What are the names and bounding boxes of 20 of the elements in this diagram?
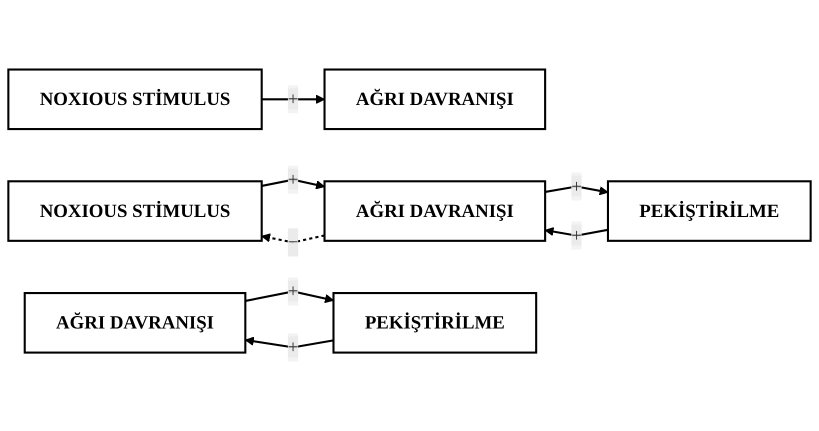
edge-label: + [288, 88, 298, 110]
edge-label: + [288, 168, 298, 190]
arrow [245, 290, 334, 304]
node-box: NOXIOUS STİMULUS [7, 180, 263, 242]
arrow [544, 185, 608, 196]
node-box: NOXIOUS STİMULUS [7, 68, 263, 130]
arrow [262, 178, 325, 190]
arrow [544, 227, 608, 237]
edge-label: − [288, 231, 298, 252]
node-box: PEKİŞTİRİLME [332, 292, 538, 354]
edge-label: + [571, 224, 582, 246]
edge-label: + [571, 176, 582, 196]
node-box: PEKİŞTİRİLME [606, 180, 812, 242]
edge-label: + [288, 280, 298, 302]
arrow [261, 233, 325, 244]
node-box: AĞRI DAVRANIŞI [323, 180, 546, 242]
arrow [244, 336, 334, 348]
edge-label: + [288, 336, 298, 358]
node-box: AĞRI DAVRANIŞI [323, 68, 546, 130]
node-box: AĞRI DAVRANIŞI [24, 292, 246, 354]
